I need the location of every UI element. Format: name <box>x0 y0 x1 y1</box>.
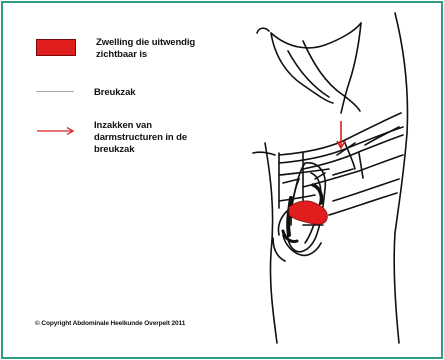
anatomy-drawing <box>3 3 441 357</box>
body-contour <box>394 13 407 343</box>
peritoneal-fold <box>271 23 361 48</box>
red-arrow <box>337 121 345 148</box>
copyright-text: © Copyright Abdominale Heelkunde Overpel… <box>35 320 185 327</box>
thigh-contour <box>265 143 277 343</box>
